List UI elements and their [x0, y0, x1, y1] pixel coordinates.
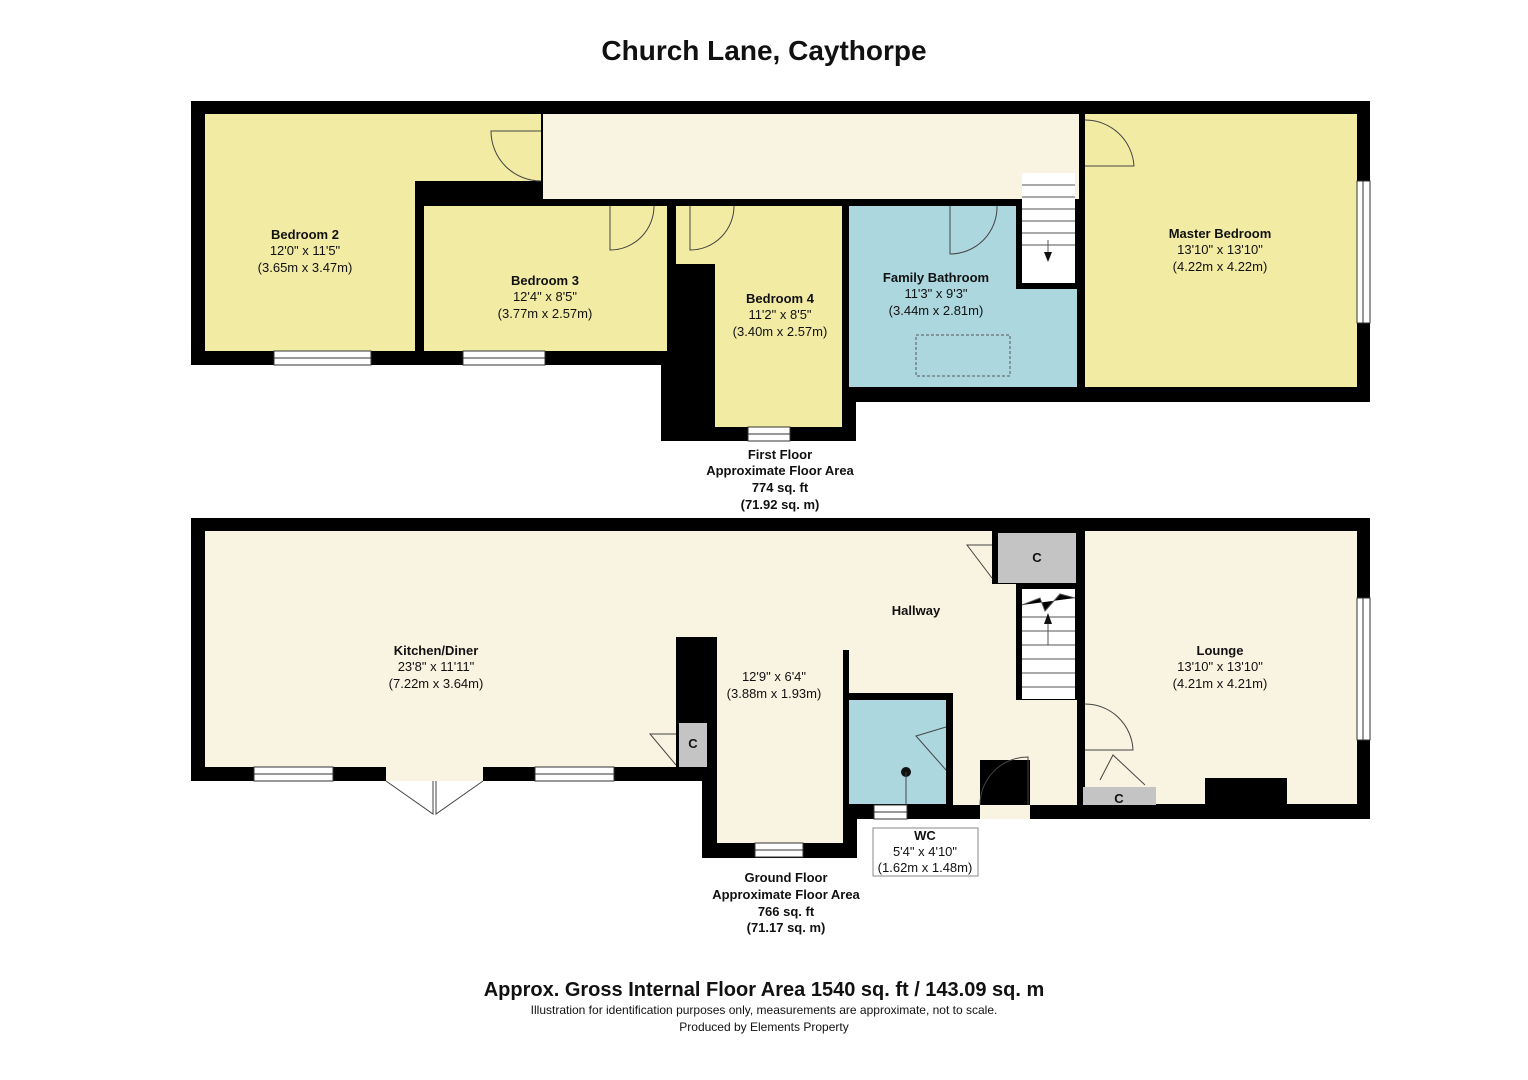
- hallway-name: Hallway: [892, 603, 941, 618]
- ground-floor-area-sqft: 766 sq. ft: [758, 904, 815, 919]
- wc-imperial: 5'4" x 4'10": [893, 844, 957, 859]
- utility-imperial: 12'9" x 6'4": [742, 669, 806, 684]
- bedroom-2-name: Bedroom 2: [271, 227, 339, 242]
- ground-floor-area-label: Approximate Floor Area: [712, 887, 860, 902]
- wc-metric: (1.62m x 1.48m): [878, 860, 973, 875]
- first-floor-area-label: Approximate Floor Area: [706, 463, 854, 478]
- ground-floor-stair-treads: [1021, 593, 1076, 688]
- lounge-metric: (4.21m x 4.21m): [1173, 676, 1268, 691]
- master-bedroom-floor: [1085, 114, 1357, 387]
- kitchen-chimney-breast: [676, 637, 715, 722]
- kitchen-diner-name: Kitchen/Diner: [394, 643, 479, 658]
- lounge-floor: [1085, 531, 1357, 804]
- family-bathroom-name: Family Bathroom: [883, 270, 989, 285]
- produced-by: Produced by Elements Property: [679, 1020, 848, 1034]
- master-bedroom-name: Master Bedroom: [1169, 226, 1272, 241]
- family-bathroom-imperial: 11'3" x 9'3": [904, 286, 967, 301]
- bedroom-4-metric: (3.40m x 2.57m): [733, 324, 828, 339]
- bedroom-4-imperial: 11'2" x 8'5": [748, 307, 811, 322]
- lounge-cupboard: [1083, 787, 1156, 805]
- lounge-imperial: 13'10" x 13'10": [1177, 659, 1263, 674]
- stairs-down-arrow-icon: [1044, 252, 1052, 262]
- ground-floor-windows: [253, 597, 1371, 858]
- first-floor-area-sqft: 774 sq. ft: [752, 480, 809, 495]
- bedroom-2-imperial: 12'0" x 11'5": [270, 243, 341, 258]
- kitchen-cupboard: [679, 723, 707, 767]
- landing-floor: [543, 114, 1079, 199]
- stairs-up-arrow-icon: [1044, 613, 1052, 624]
- disclaimer: Illustration for identification purposes…: [531, 1003, 998, 1017]
- master-bedroom-imperial: 13'10" x 13'10": [1177, 242, 1263, 257]
- bedroom-3-floor: [424, 206, 667, 351]
- family-bathroom-metric: (3.44m x 2.81m): [889, 303, 984, 318]
- bedroom-4-name: Bedroom 4: [746, 291, 815, 306]
- first-floor-windows: [273, 180, 1371, 442]
- plan-title: Church Lane, Caythorpe: [601, 35, 926, 66]
- wc-label-box: [872, 827, 979, 877]
- wc-name: WC: [914, 828, 936, 843]
- ground-floor-doors: [385, 544, 1146, 815]
- bedroom-2-floor: [205, 114, 541, 351]
- first-floor-label: First Floor: [748, 447, 812, 462]
- wc-floor: [849, 700, 946, 804]
- lounge-cupboard-label: C: [1114, 791, 1124, 806]
- master-bedroom-metric: (4.22m x 4.22m): [1173, 259, 1268, 274]
- first-floor-stairs: [1022, 173, 1075, 283]
- ground-floor-label: Ground Floor: [744, 870, 827, 885]
- bedroom-2-metric: (3.65m x 3.47m): [258, 260, 353, 275]
- bedroom-3-imperial: 12'4" x 8'5": [513, 289, 577, 304]
- bedroom-3-metric: (3.77m x 2.57m): [498, 306, 593, 321]
- kitchen-hallway-floor: [205, 531, 1077, 843]
- kitchen-cupboard-label: C: [688, 736, 698, 751]
- first-floor-area-sqm: (71.92 sq. m): [741, 497, 820, 512]
- first-floor-plan: Bedroom 2 12'0" x 11'5" (3.65m x 3.47m) …: [191, 101, 1371, 512]
- ground-floor-plan: C C C Kitchen/Diner 23'8" x 11'11" (7.22…: [191, 518, 1371, 935]
- bedroom-4-floor: [676, 206, 842, 427]
- gross-floor-area: Approx. Gross Internal Floor Area 1540 s…: [484, 979, 1045, 1001]
- kitchen-diner-imperial: 23'8" x 11'11": [398, 659, 475, 674]
- bedroom-3-name: Bedroom 3: [511, 273, 579, 288]
- hall-cupboard-label: C: [1032, 550, 1042, 565]
- kitchen-diner-metric: (7.22m x 3.64m): [389, 676, 484, 691]
- bath-outline: [915, 334, 1011, 377]
- lounge-name: Lounge: [1197, 643, 1244, 658]
- utility-metric: (3.88m x 1.93m): [727, 686, 822, 701]
- ground-floor-area-sqm: (71.17 sq. m): [747, 920, 826, 935]
- hall-cupboard: [998, 533, 1076, 583]
- family-bathroom-floor: [849, 206, 1077, 387]
- lounge-fireplace: [1205, 778, 1287, 806]
- first-floor-doors: [490, 119, 1135, 255]
